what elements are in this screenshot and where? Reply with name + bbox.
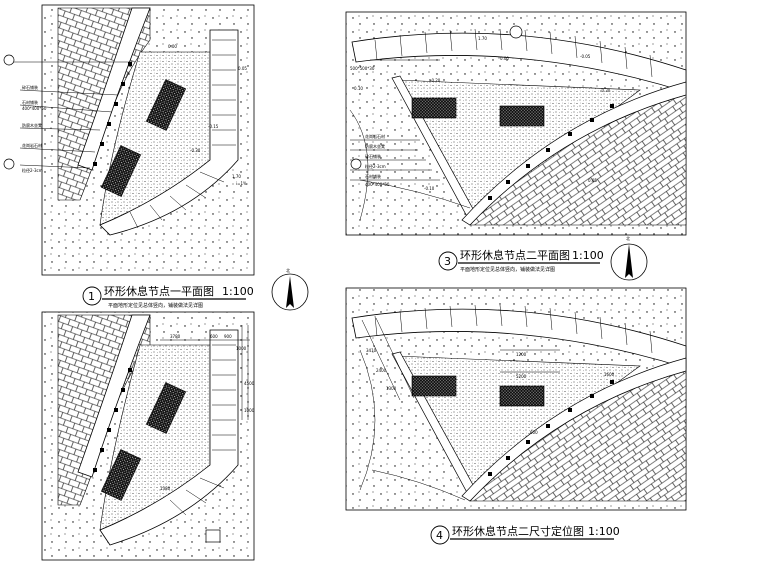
- plan-4-dim-5: 1600: [604, 372, 615, 377]
- plan-1-title: 环形休息节点一平面图: [104, 284, 214, 298]
- plan-2-dimensions: [160, 325, 250, 420]
- plan-3-number: 3: [444, 255, 451, 268]
- plan-4-bench-a: [411, 375, 457, 397]
- plan-4-dim-1: 2400: [376, 368, 387, 373]
- plan-1-label-9: 防腐木坐凳: [22, 122, 42, 128]
- plan-1-bench-b: [100, 145, 142, 197]
- plan-1-label-0: 0.00: [168, 44, 177, 49]
- plan-3-title: 环形休息节点二平面图: [460, 248, 570, 262]
- plan-3-label-8: 500*500*30: [350, 66, 375, 71]
- plan-4-title: 环形休息节点二尺寸定位图: [452, 524, 584, 538]
- plan-1-label-3: 0.05: [238, 66, 247, 71]
- plan-1-label-7: 石材铺装: [22, 99, 38, 105]
- plan-1-label-2: -0.30: [190, 148, 201, 153]
- plan-1-scale: 1:100: [222, 285, 254, 298]
- plan-2-marker: [205, 529, 221, 543]
- plan-4-dim-2: 1300: [386, 386, 397, 391]
- plan-4-dim-3: 1200: [516, 352, 527, 357]
- plan-3-scale: 1:100: [572, 249, 604, 262]
- plan-3-label-2: -0.05: [580, 54, 591, 59]
- plan-2-bollards: [93, 368, 132, 472]
- plan-4-curve-band: [461, 357, 687, 502]
- plan-1-number-circle: [82, 286, 102, 306]
- plan-4-bollards: [488, 380, 614, 476]
- plan-2-dim-0: 3780: [170, 334, 181, 339]
- plan-1-label-4: i=1%: [236, 181, 247, 186]
- plan-3-note: 平面地形定位见总体竖向，铺装做法见详图: [460, 266, 555, 273]
- plan-3-label-3: -0.20: [430, 78, 441, 83]
- plan-3-leaders: [350, 59, 440, 181]
- plan-1-label-10: 花岗岩石材: [22, 142, 42, 148]
- plan-2-dim-4: 4500: [244, 381, 255, 386]
- plan-1-note: 平面地形定位见总体竖向，铺装做法见详图: [108, 302, 203, 309]
- plan-4-number: 4: [436, 529, 443, 542]
- plan-3-bollards: [488, 104, 614, 200]
- plan-4-number-circle: [430, 525, 450, 545]
- plan-1-leaders: [8, 61, 132, 169]
- plan-4-dim-4: 5200: [516, 374, 527, 379]
- plan-2-bench-b: [100, 449, 142, 501]
- plan-3-label-6: 0.05: [588, 178, 597, 183]
- plan-4-arch-joints: [374, 304, 653, 354]
- plan-3: 1.70 0.00 -0.05 -0.20 0.10 -0.30 0.05 -0…: [345, 11, 687, 273]
- plan-1-number: 1: [88, 290, 95, 303]
- plan-3-label-1: 0.00: [500, 56, 509, 61]
- plan-1-label-8: 400*400*50: [22, 106, 47, 111]
- plan-1-label-5: 1.70: [232, 174, 241, 179]
- plan-4-dim-0: 3410: [366, 348, 377, 353]
- north-arrow-right: 北: [610, 235, 648, 281]
- plan-2-dim-6: 1380: [160, 486, 171, 491]
- plan-3-label-14: 400*400*50: [365, 182, 390, 187]
- plan-1: 0.00 -0.15 -0.30 0.05 i=1% 1.70 碎石铺装 石材铺…: [3, 4, 255, 309]
- plan-3-contour: [349, 109, 471, 221]
- plan-3-label-12: 粒径2-3cm: [365, 163, 386, 169]
- plan-2-dim-5: 1000: [244, 408, 255, 413]
- plan-3-label-4: 0.10: [354, 86, 363, 91]
- plan-2-bench-a: [145, 382, 187, 434]
- plan-2-dim-2: 900: [224, 334, 232, 339]
- plan-2: 3780 600 900 1000 4500 1000 1380: [41, 311, 255, 561]
- plan-3-label-9: 花岗岩石材: [365, 133, 385, 139]
- plan-3-bench-a: [411, 97, 457, 119]
- plan-4-contour: [359, 349, 466, 501]
- plan-3-label-11: 碎石铺装: [365, 153, 381, 159]
- plan-4: 3410 2400 1300 1200 5200 1600 600 4 环形休息…: [345, 287, 687, 545]
- plan-4-scale: 1:100: [588, 525, 620, 538]
- plan-3-label-5: -0.30: [600, 88, 611, 93]
- plan-1-label-1: -0.15: [208, 124, 219, 129]
- plan-1-label-6: 碎石铺装: [22, 84, 38, 90]
- plan-4-bench-b: [499, 385, 545, 407]
- plan-3-bench-b: [499, 105, 545, 127]
- plan-3-curve-band: [461, 81, 687, 226]
- plan-1-label-11: 粒径2-3cm: [22, 167, 43, 173]
- plan-3-label-0: 1.70: [478, 36, 487, 41]
- plan-3-label-10: 防腐木坐凳: [365, 143, 385, 149]
- plan-1-bollards: [93, 62, 132, 166]
- plan-3-section-marker: [350, 25, 523, 170]
- plan-1-band-joints: [129, 39, 236, 229]
- north-label-left: 北: [286, 267, 290, 273]
- plan-1-paving-band: [77, 7, 151, 171]
- north-label-right: 北: [626, 235, 630, 241]
- plan-4-dim-6: 600: [530, 430, 538, 435]
- plan-2-paving-band: [77, 314, 151, 478]
- plan-1-bench-a: [145, 79, 187, 131]
- plan-3-arch-joints: [374, 28, 653, 78]
- plan-2-dim-1: 600: [210, 334, 218, 339]
- plan-3-label-13: 石材铺装: [365, 173, 381, 179]
- plan-3-label-7: -0.10: [424, 186, 435, 191]
- plan-4-dimensions: [361, 317, 560, 401]
- plan-2-curved-band: [99, 329, 239, 546]
- plan-2-dim-3: 1000: [236, 346, 247, 351]
- north-arrow-left: 北: [271, 267, 309, 311]
- plan-2-band-joints: [169, 344, 236, 516]
- plan-1-section-marker: [3, 54, 15, 170]
- plan-3-number-circle: [438, 251, 458, 271]
